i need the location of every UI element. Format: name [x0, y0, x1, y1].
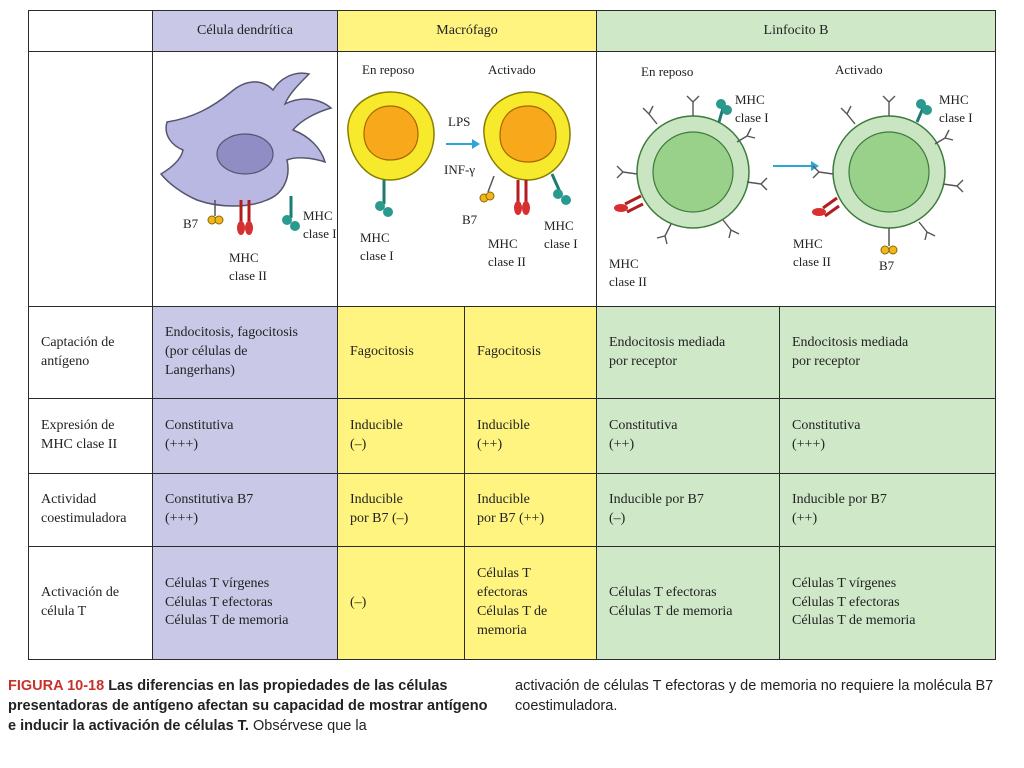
cell-b-rest-costim: Inducible por B7 (–): [597, 474, 780, 547]
cell-dendritic-uptake: Endocitosis, fagocitosis (por células de…: [153, 307, 338, 399]
cell-b-act-uptake: Endocitosis mediada por receptor: [780, 307, 996, 399]
cell-b-act-tcell: Células T vírgenes Células T efectoras C…: [780, 547, 996, 660]
label-clase-i: clase I: [303, 226, 337, 241]
label-clase-ii: clase II: [229, 268, 267, 283]
bcell-diagram: En reposo Activado MHC clase I MHC cl: [597, 52, 996, 307]
row-label-costimulatory: Actividad coestimuladora: [28, 474, 153, 547]
cell-b-act-mhc: Constitutiva (+++): [780, 399, 996, 474]
mhc-i-macro-act-icon: [553, 189, 563, 199]
label-macro-activated: Activado: [488, 62, 536, 77]
label-macro-act-mhc-i: MHC: [544, 218, 574, 233]
header-dendritic: Célula dendrítica: [153, 10, 338, 52]
mhc-i-molecule-icon: [290, 221, 300, 231]
bcell-activated-nucleus: [848, 131, 930, 213]
cell-b-rest-tcell: Células T efectoras Células T de memoria: [597, 547, 780, 660]
dendritic-cell-illustration: B7 MHC clase II MHC clase I: [159, 72, 337, 283]
row-label-mhc-ii-expression: Expresión de MHC clase II: [28, 399, 153, 474]
cell-dendritic-costim: Constitutiva B7 (+++): [153, 474, 338, 547]
bcell-illustration: En reposo Activado MHC clase I MHC cl: [609, 62, 973, 289]
label-macro-act-mhc-ii: MHC: [488, 236, 518, 251]
label-b-rest-mhc-ii: MHC: [609, 256, 639, 271]
cell-macro-act-mhc: Inducible (++): [465, 399, 597, 474]
mhc-ii-molecule-icon: [237, 221, 245, 235]
label-b-rest-mhc-i: MHC: [735, 92, 765, 107]
caption-right-column: activación de células T efectoras y de m…: [515, 676, 995, 716]
mhc-i-macro-rest-icon: [375, 201, 385, 211]
mhc-ii-macro-icon: [514, 201, 522, 215]
cell-macro-rest-mhc: Inducible (–): [338, 399, 465, 474]
cell-macro-act-uptake: Fagocitosis: [465, 307, 597, 399]
label-macro-act-clase-i: clase I: [544, 236, 578, 251]
label-infg: INF-γ: [444, 162, 475, 177]
b7-b-act-icon: [880, 245, 890, 255]
caption-left-column: FIGURA 10-18 Las diferencias en las prop…: [8, 676, 490, 736]
cell-macro-act-costim: Inducible por B7 (++): [465, 474, 597, 547]
dendritic-nucleus: [216, 133, 274, 175]
macrophage-activated-nucleus: [499, 105, 557, 163]
label-mhc-i: MHC: [303, 208, 333, 223]
label-macro-rest-clase-i: clase I: [360, 248, 394, 263]
cell-macro-rest-uptake: Fagocitosis: [338, 307, 465, 399]
label-b-act-mhc-i: MHC: [939, 92, 969, 107]
corner-cell: [28, 10, 153, 52]
macrophage-resting-nucleus: [363, 105, 419, 161]
cell-b-rest-mhc: Constitutiva (++): [597, 399, 780, 474]
label-b-act-clase-ii: clase II: [793, 254, 831, 269]
mhc-ii-b-act-icon: [812, 208, 826, 216]
label-b-rest-clase-ii: clase II: [609, 274, 647, 289]
macrophage-illustration: En reposo Activado MHC clase I LPS INF-γ…: [347, 62, 578, 269]
label-b-activated: Activado: [835, 62, 883, 77]
label-b-act-mhc-ii: MHC: [793, 236, 823, 251]
mhc-ii-b-rest-icon: [614, 204, 628, 212]
dendritic-diagram: B7 MHC clase II MHC clase I: [153, 52, 338, 307]
cell-dendritic-tcell: Células T vírgenes Células T efectoras C…: [153, 547, 338, 660]
cell-dendritic-mhc: Constitutiva (+++): [153, 399, 338, 474]
label-b-act-b7: B7: [879, 258, 895, 273]
label-macro-resting: En reposo: [362, 62, 414, 77]
diagram-row-label: [28, 52, 153, 307]
row-label-t-cell-activation: Activación de célula T: [28, 547, 153, 660]
cell-b-rest-uptake: Endocitosis mediada por receptor: [597, 307, 780, 399]
figure-table: Célula dendrítica Macrófago Linfocito B …: [28, 10, 996, 660]
cell-macro-rest-costim: Inducible por B7 (–): [338, 474, 465, 547]
label-b-act-clase-i: clase I: [939, 110, 973, 125]
row-label-antigen-uptake: Captación de antígeno: [28, 307, 153, 399]
cell-b-act-costim: Inducible por B7 (++): [780, 474, 996, 547]
label-macro-rest-mhc: MHC: [360, 230, 390, 245]
cell-macro-act-tcell: Células T efectoras Células T de memoria: [465, 547, 597, 660]
label-macro-b7: B7: [462, 212, 478, 227]
bcell-resting-nucleus: [652, 131, 734, 213]
label-b-resting: En reposo: [641, 64, 693, 79]
label-lps: LPS: [448, 114, 470, 129]
label-macro-act-clase-ii: clase II: [488, 254, 526, 269]
figure-number: FIGURA 10-18: [8, 678, 105, 694]
label-b-rest-clase-i: clase I: [735, 110, 769, 125]
caption-text-2: activación de células T efectoras y de m…: [515, 678, 994, 714]
caption-bold-text: Las diferencias en las propiedades de la…: [8, 678, 488, 734]
label-mhc-ii: MHC: [229, 250, 259, 265]
cell-macro-rest-tcell: (–): [338, 547, 465, 660]
header-macrophage: Macrófago: [338, 10, 597, 52]
bcr-antibody-icons: [616, 95, 768, 245]
caption-text-1: Obsérvese que la: [253, 718, 367, 734]
label-b7: B7: [183, 216, 199, 231]
macrophage-diagram: En reposo Activado MHC clase I LPS INF-γ…: [338, 52, 597, 307]
header-bcell: Linfocito B: [597, 10, 996, 52]
